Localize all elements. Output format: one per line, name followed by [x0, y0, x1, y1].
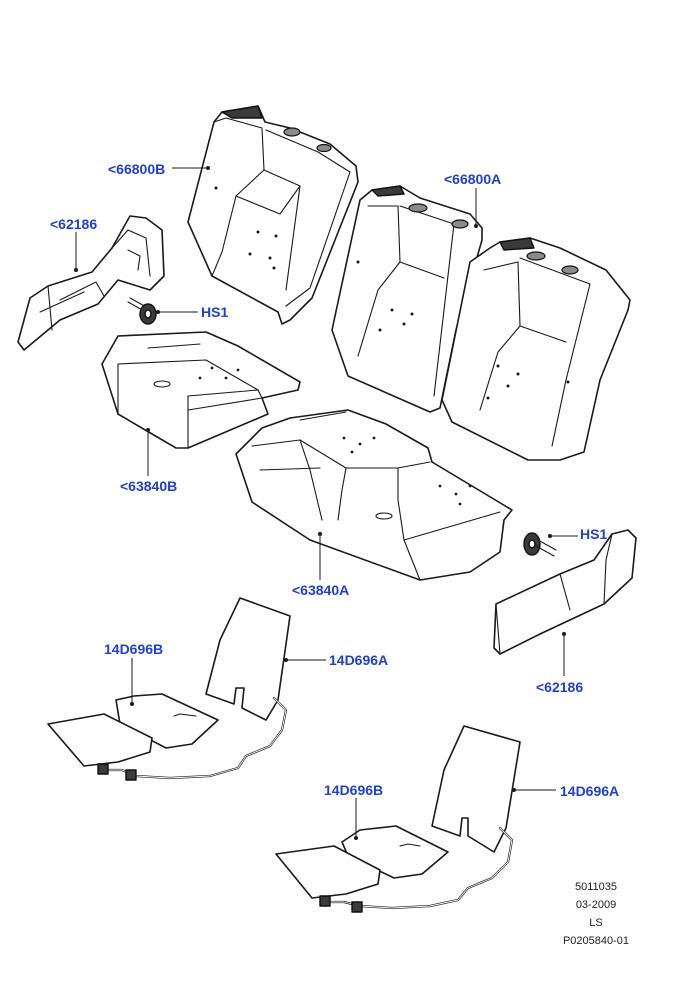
side-trim-62186-left	[17, 215, 165, 351]
callout-62186-right[interactable]: <62186	[536, 679, 583, 695]
heater-mat-set-upper	[47, 597, 291, 781]
callout-hs1-top[interactable]: HS1	[201, 304, 228, 320]
footer-date: 03-2009	[576, 899, 616, 911]
callout-63840B[interactable]: <63840B	[120, 478, 177, 494]
callout-labels: <66800B <66800A <62186 HS1 <63840B <6384…	[50, 161, 619, 799]
callout-66800B[interactable]: <66800B	[108, 161, 165, 177]
callout-hs1-right[interactable]: HS1	[580, 526, 607, 542]
fastener-hs1-right	[523, 532, 557, 557]
callout-63840A[interactable]: <63840A	[292, 582, 349, 598]
seat-cushion-63840A	[235, 409, 513, 581]
callout-14D696B-upper[interactable]: 14D696B	[104, 641, 163, 657]
callout-66800A[interactable]: <66800A	[444, 171, 501, 187]
seat-cushion-63840B	[101, 331, 301, 449]
footer-ref: 5011035	[575, 881, 617, 893]
seat-back-66800B	[187, 105, 359, 325]
callout-14D696B-lower[interactable]: 14D696B	[324, 782, 383, 798]
footer-code: LS	[589, 917, 602, 929]
footer-figure-id: P0205840-01	[563, 935, 629, 947]
figure-footer: 5011035 03-2009 LS P0205840-01	[563, 881, 629, 947]
side-trim-62186-right	[493, 529, 637, 655]
callout-62186-left[interactable]: <62186	[50, 216, 97, 232]
callout-14D696A-upper[interactable]: 14D696A	[329, 652, 388, 668]
fastener-hs1-top	[127, 297, 157, 325]
heater-mat-set-lower	[275, 725, 521, 913]
leader-lines	[74, 166, 578, 840]
seat-back-66800A	[331, 185, 631, 461]
callout-14D696A-lower[interactable]: 14D696A	[560, 783, 619, 799]
